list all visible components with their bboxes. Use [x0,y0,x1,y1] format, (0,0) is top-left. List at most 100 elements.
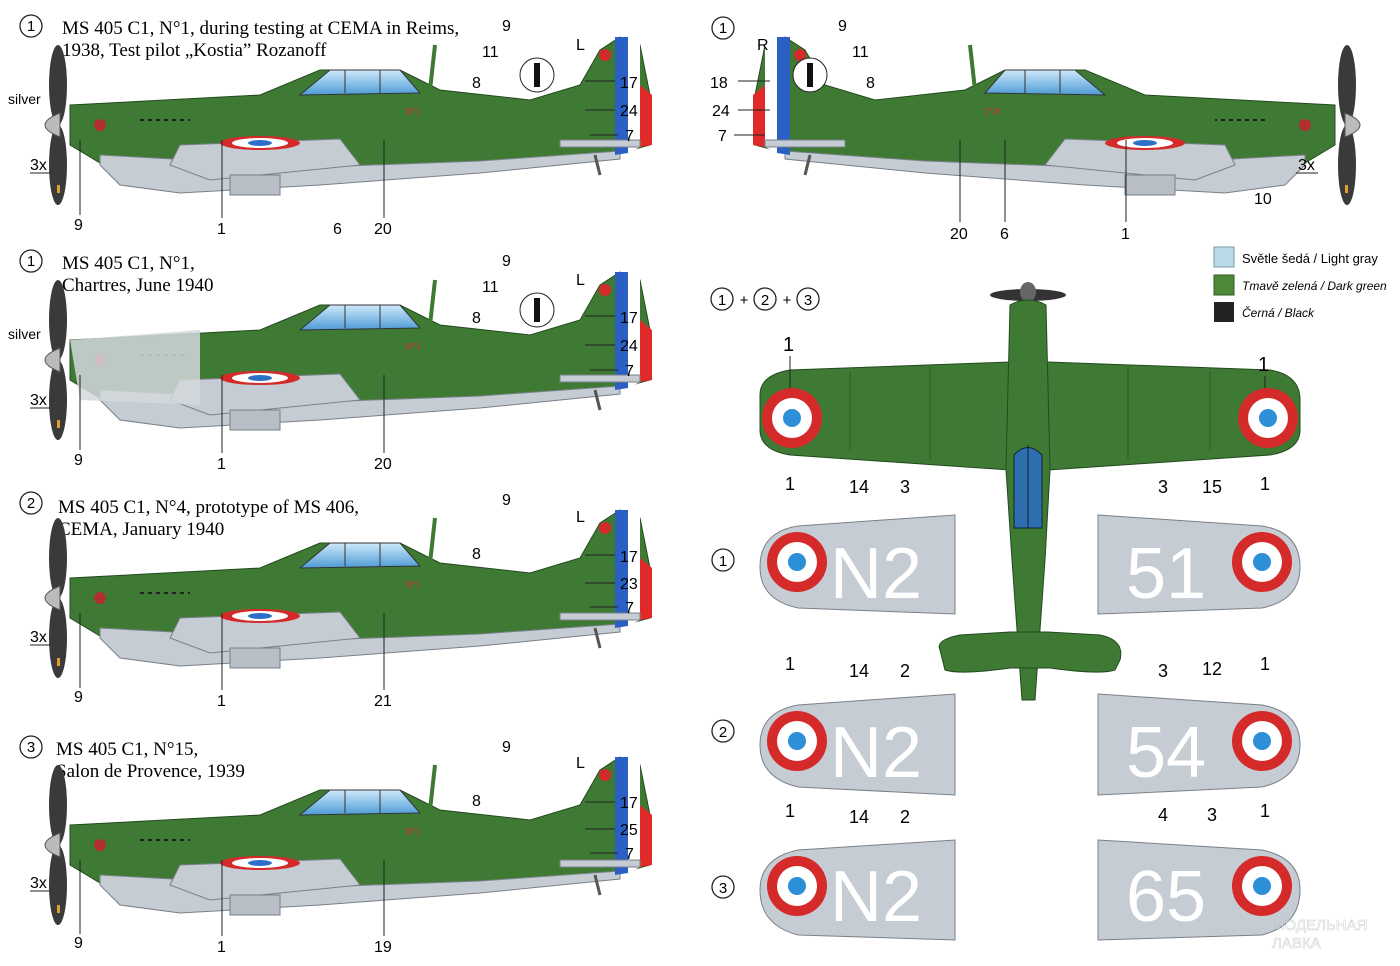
profile-caption-line2: Chartres, June 1940 [62,275,213,296]
underwing-code: 51 [1126,534,1206,614]
callout: 24 [620,338,638,355]
callout: 17 [620,795,638,812]
callout: 8 [472,75,481,92]
swatch-light-gray [1213,246,1235,268]
callout: 1 [785,474,795,494]
callout: 20 [374,221,392,238]
plan-view: 1 + 2 + 3 1 1 [710,282,1301,701]
callout: 9 [502,492,511,509]
callout: L [576,755,585,772]
circled-number-icon [19,249,43,273]
silver-tag: silver [8,326,41,342]
callout: 3 [900,477,910,497]
profile-badge: 1 [27,18,35,35]
callout: 1 [217,693,226,710]
legend-label: Černá / Black [1242,305,1315,320]
underwing-code: N2 [830,534,922,614]
profile-badge: 3 [27,739,35,756]
callout: 15 [1202,477,1222,497]
callout: 18 [710,75,728,92]
row-badge: 3 [719,880,727,897]
callout: 19 [374,939,392,956]
profile-caption-line1: MS 405 C1, N°1, during testing at CEMA i… [62,18,459,39]
circled-number-icon [710,287,734,311]
callout: 3 [1158,661,1168,681]
profile-caption-line1: MS 405 C1, N°1, [62,253,195,274]
callout: 25 [620,822,638,839]
callout: 1 [785,654,795,674]
callout: 8 [472,546,481,563]
watermark-line2: ЛАВКА [1272,935,1321,952]
callout: 9 [502,739,511,756]
legend-label: Světle šedá / Light gray [1242,251,1378,266]
prop-count: 3x [30,392,47,409]
profile-2: 1 MS 405 C1, N°1, Chartres, June 1940 si… [8,249,654,473]
callout: 9 [74,452,83,469]
callout: 2 [900,807,910,827]
profile-caption-line1: MS 405 C1, N°4, prototype of MS 406, [58,497,359,518]
profile-right: 1 R 9 11 18 8 24 7 3x 10 20 6 1 [710,16,1362,243]
callout: 6 [333,221,342,238]
watermark-line1: МОДЕЛЬНАЯ [1272,917,1367,934]
callout: 1 [217,221,226,238]
prop-count: 3x [30,875,47,892]
callout: 11 [482,279,499,296]
callout: 14 [849,477,869,497]
callout: 14 [849,807,869,827]
combo-plus: + [783,292,792,309]
callout: L [576,37,585,54]
row-badge: 1 [719,553,727,570]
callout: 1 [1260,801,1270,821]
prop-count: 3x [30,629,47,646]
callout: 6 [1000,226,1009,243]
circled-number-icon [711,719,735,743]
profile-caption-line2: Salon de Provence, 1939 [56,761,245,782]
callout: 9 [74,689,83,706]
circled-number-icon [19,14,43,38]
callout: 4 [1158,805,1168,825]
color-legend: Světle šedá / Light gray Tmavě zelená / … [1213,246,1387,322]
callout: 7 [718,128,727,145]
legend-label: Tmavě zelená / Dark green [1242,279,1387,293]
prop-count: 3x [30,157,47,174]
callout: 7 [625,128,634,145]
callout: 21 [374,693,392,710]
underwing-code: N2 [830,857,922,937]
callout: 8 [472,310,481,327]
callout: 10 [1254,191,1272,208]
circled-number-icon [711,548,735,572]
circled-number-icon [796,287,820,311]
circled-number-icon [753,287,777,311]
swatch-black [1214,302,1234,322]
callout: 3x [1298,157,1315,174]
underwing-code: N2 [830,713,922,793]
callout: 9 [74,217,83,234]
callout: 11 [852,44,869,61]
callout: 1 [1260,474,1270,494]
callout: 20 [374,456,392,473]
profile-caption-line1: MS 405 C1, N°15, [56,739,198,760]
callout: 7 [625,363,634,380]
profile-caption-line2: 1938, Test pilot „Kostia” Rozanoff [62,40,327,61]
combo-plus: + [740,292,749,309]
profile-4: 3 MS 405 C1, N°15, Salon de Provence, 19… [19,735,654,956]
callout: 23 [620,576,638,593]
callout: 11 [482,44,499,61]
circled-number-icon [711,875,735,899]
callout: R [757,37,769,54]
callout: 17 [620,310,638,327]
watermark: МОДЕЛЬНАЯ ЛАВКА [1272,917,1368,953]
profile-badge: 1 [719,20,727,37]
underwing-row-2: 2 N2 54 1 14 2 3 12 1 [711,654,1301,796]
callout: 8 [866,75,875,92]
profile-badge: 1 [27,253,35,270]
underwing-row-1: 1 N2 51 1 14 3 3 15 1 [711,474,1301,615]
circled-number-icon [711,16,735,40]
combo-badge: 1 [718,292,726,309]
callout: 9 [838,18,847,35]
callout: 12 [1202,659,1222,679]
underwing-row-3: 3 N2 65 1 14 2 4 3 1 [711,801,1301,941]
callout: 24 [712,103,730,120]
callout: 9 [502,253,511,270]
callout: 1 [217,939,226,956]
